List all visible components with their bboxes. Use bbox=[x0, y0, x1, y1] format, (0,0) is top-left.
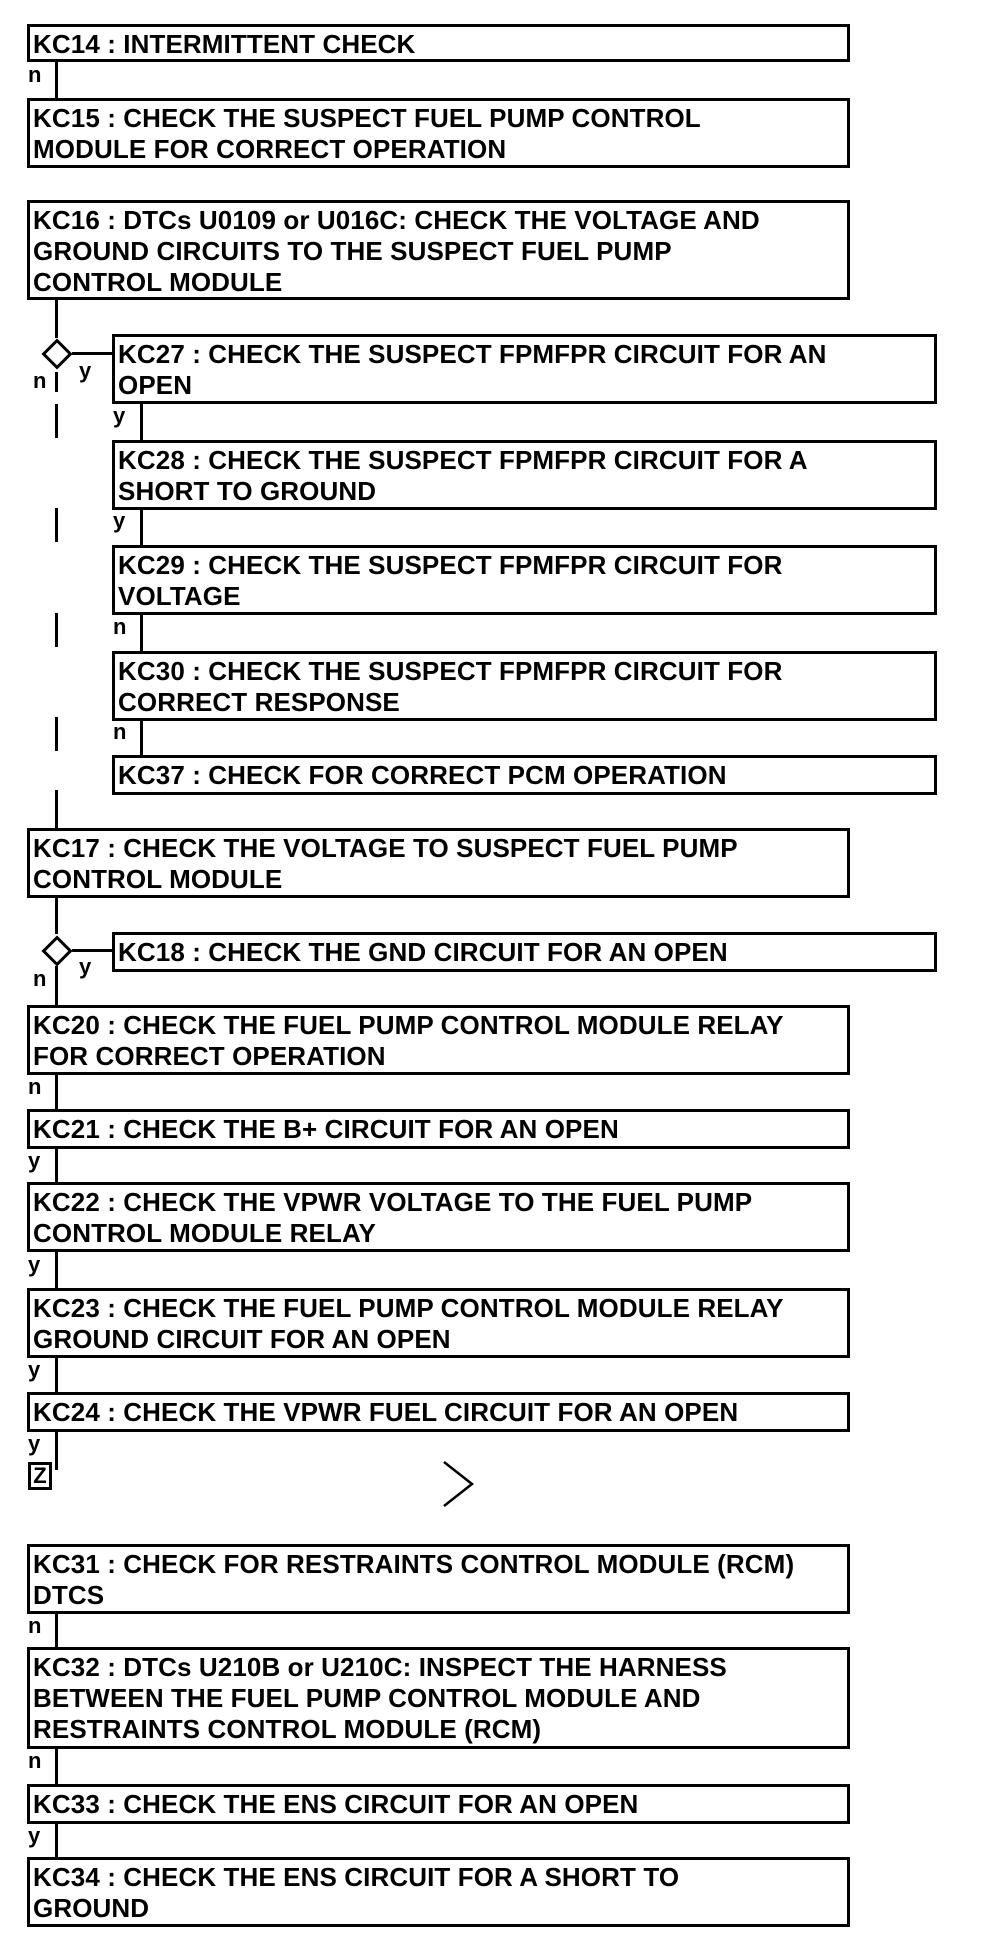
step-kc22: KC22 : CHECK THE VPWR VOLTAGE TO THE FUE… bbox=[27, 1182, 850, 1252]
step-kc28: KC28 : CHECK THE SUSPECT FPMFPR CIRCUIT … bbox=[112, 440, 937, 510]
connector-kc21-kc22 bbox=[55, 1149, 58, 1182]
label-n-kc31: n bbox=[28, 1613, 42, 1638]
label-n-kc29: n bbox=[113, 614, 127, 639]
label-y-kc33: y bbox=[28, 1823, 41, 1848]
connector-to-kc17 bbox=[55, 790, 58, 828]
connector-kc31-kc32 bbox=[55, 1614, 58, 1647]
label-n-kc20: n bbox=[28, 1074, 42, 1099]
step-kc32-text: KC32 : DTCs U210B or U210C: INSPECT THE … bbox=[33, 1652, 727, 1744]
step-kc14-text: KC14 : INTERMITTENT CHECK bbox=[33, 29, 416, 59]
decision-diamond-1 bbox=[41, 338, 73, 370]
connector-kc28-kc29 bbox=[140, 510, 143, 545]
connector-kc33-kc34 bbox=[55, 1824, 58, 1857]
label-n-kc14: n bbox=[28, 62, 42, 87]
label-y-diamond2: y bbox=[79, 954, 92, 979]
label-y-diamond1: y bbox=[79, 358, 92, 383]
step-kc31-text: KC31 : CHECK FOR RESTRAINTS CONTROL MODU… bbox=[33, 1549, 795, 1610]
connector-kc24-z bbox=[55, 1432, 58, 1470]
step-kc22-text: KC22 : CHECK THE VPWR VOLTAGE TO THE FUE… bbox=[33, 1187, 753, 1248]
offpage-connector-z: Z bbox=[28, 1462, 52, 1490]
label-y-kc22: y bbox=[28, 1252, 41, 1277]
step-kc29: KC29 : CHECK THE SUSPECT FPMFPR CIRCUIT … bbox=[112, 545, 937, 615]
label-y-kc27: y bbox=[113, 403, 126, 428]
connector-dash-2 bbox=[55, 508, 58, 542]
step-kc28-text: KC28 : CHECK THE SUSPECT FPMFPR CIRCUIT … bbox=[118, 445, 808, 506]
label-n-kc30: n bbox=[113, 719, 127, 744]
label-y-kc28: y bbox=[113, 508, 126, 533]
step-kc37-text: KC37 : CHECK FOR CORRECT PCM OPERATION bbox=[118, 760, 727, 790]
connector-kc32-kc33 bbox=[55, 1749, 58, 1784]
connector-kc14-kc15 bbox=[55, 62, 58, 98]
step-kc23-text: KC23 : CHECK THE FUEL PUMP CONTROL MODUL… bbox=[33, 1293, 784, 1354]
label-y-kc21: y bbox=[28, 1148, 41, 1173]
step-kc17: KC17 : CHECK THE VOLTAGE TO SUSPECT FUEL… bbox=[27, 828, 850, 898]
step-kc24: KC24 : CHECK THE VPWR FUEL CIRCUIT FOR A… bbox=[27, 1392, 850, 1432]
step-kc21: KC21 : CHECK THE B+ CIRCUIT FOR AN OPEN bbox=[27, 1109, 850, 1149]
step-kc18-text: KC18 : CHECK THE GND CIRCUIT FOR AN OPEN bbox=[118, 937, 728, 967]
connector-kc23-kc24 bbox=[55, 1358, 58, 1392]
step-kc20: KC20 : CHECK THE FUEL PUMP CONTROL MODUL… bbox=[27, 1005, 850, 1075]
connector-kc20-kc21 bbox=[55, 1075, 58, 1109]
decision-diamond-2 bbox=[41, 935, 73, 967]
step-kc20-text: KC20 : CHECK THE FUEL PUMP CONTROL MODUL… bbox=[33, 1010, 784, 1071]
step-kc30: KC30 : CHECK THE SUSPECT FPMFPR CIRCUIT … bbox=[112, 651, 937, 721]
connector-diamond-kc27 bbox=[72, 352, 112, 355]
step-kc23: KC23 : CHECK THE FUEL PUMP CONTROL MODUL… bbox=[27, 1288, 850, 1358]
step-kc15: KC15 : CHECK THE SUSPECT FUEL PUMP CONTR… bbox=[27, 98, 850, 168]
label-n-diamond2: n bbox=[33, 966, 47, 991]
connector-kc30-kc37 bbox=[140, 721, 143, 755]
label-y-kc24: y bbox=[28, 1431, 41, 1456]
label-y-kc23: y bbox=[28, 1357, 41, 1382]
connector-kc22-kc23 bbox=[55, 1252, 58, 1288]
step-kc27: KC27 : CHECK THE SUSPECT FPMFPR CIRCUIT … bbox=[112, 334, 937, 404]
connector-dash-1 bbox=[55, 404, 58, 438]
step-kc31: KC31 : CHECK FOR RESTRAINTS CONTROL MODU… bbox=[27, 1544, 850, 1614]
step-kc15-text: KC15 : CHECK THE SUSPECT FUEL PUMP CONTR… bbox=[33, 103, 701, 164]
step-kc34-text: KC34 : CHECK THE ENS CIRCUIT FOR A SHORT… bbox=[33, 1862, 680, 1923]
connector-dash-4 bbox=[55, 717, 58, 751]
step-kc16: KC16 : DTCs U0109 or U016C: CHECK THE VO… bbox=[27, 200, 850, 300]
step-kc33: KC33 : CHECK THE ENS CIRCUIT FOR AN OPEN bbox=[27, 1784, 850, 1824]
step-kc18: KC18 : CHECK THE GND CIRCUIT FOR AN OPEN bbox=[112, 932, 937, 972]
step-kc32: KC32 : DTCs U210B or U210C: INSPECT THE … bbox=[27, 1647, 850, 1749]
step-kc24-text: KC24 : CHECK THE VPWR FUEL CIRCUIT FOR A… bbox=[33, 1397, 739, 1427]
connector-kc17-diamond bbox=[55, 898, 58, 934]
step-kc29-text: KC29 : CHECK THE SUSPECT FPMFPR CIRCUIT … bbox=[118, 550, 783, 611]
step-kc27-text: KC27 : CHECK THE SUSPECT FPMFPR CIRCUIT … bbox=[118, 339, 827, 400]
connector-kc29-kc30 bbox=[140, 615, 143, 651]
connector-diamond-down-1 bbox=[55, 372, 58, 392]
label-n-diamond1: n bbox=[33, 368, 47, 393]
step-kc21-text: KC21 : CHECK THE B+ CIRCUIT FOR AN OPEN bbox=[33, 1114, 619, 1144]
connector-dash-3 bbox=[55, 613, 58, 647]
step-kc33-text: KC33 : CHECK THE ENS CIRCUIT FOR AN OPEN bbox=[33, 1789, 639, 1819]
step-kc14: KC14 : INTERMITTENT CHECK bbox=[27, 24, 850, 62]
connector-diamond-kc18 bbox=[72, 949, 112, 952]
connector-diamond2-kc20 bbox=[55, 966, 58, 1005]
step-kc30-text: KC30 : CHECK THE SUSPECT FPMFPR CIRCUIT … bbox=[118, 656, 783, 717]
label-n-kc32: n bbox=[28, 1748, 42, 1773]
connector-kc16-diamond bbox=[55, 300, 58, 338]
step-kc16-text: KC16 : DTCs U0109 or U016C: CHECK THE VO… bbox=[33, 205, 760, 297]
chevron-right-icon bbox=[443, 1461, 475, 1507]
step-kc17-text: KC17 : CHECK THE VOLTAGE TO SUSPECT FUEL… bbox=[33, 833, 738, 894]
step-kc34: KC34 : CHECK THE ENS CIRCUIT FOR A SHORT… bbox=[27, 1857, 850, 1927]
step-kc37: KC37 : CHECK FOR CORRECT PCM OPERATION bbox=[112, 755, 937, 795]
connector-kc27-kc28 bbox=[140, 404, 143, 440]
